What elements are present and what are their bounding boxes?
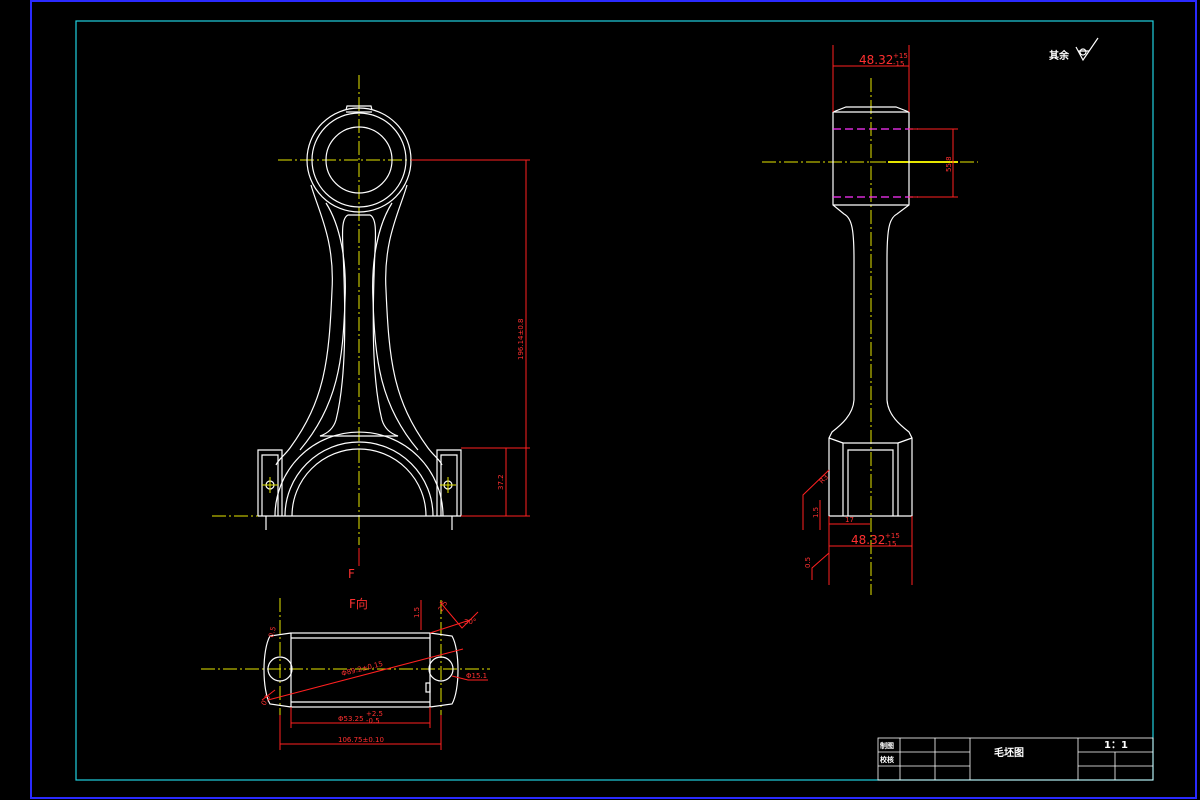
left-bolt-boss (257, 449, 283, 516)
side-dim-bottom-lower: -15 (885, 540, 896, 548)
side-dim-bore: 55.8 (945, 156, 953, 172)
inner-drawing-frame (75, 20, 1154, 781)
title-block: 制图 校核 毛坯图 1：1 (877, 737, 1154, 781)
shank-outer-left (275, 184, 333, 466)
side-shoulder-right (897, 437, 913, 444)
side-dim-top-upper: +15 (893, 52, 908, 60)
f-view-label: F向 (349, 596, 368, 611)
f-dim-bore: Φ53.25 (338, 715, 364, 723)
side-dim-bottom-note: 0.5 (804, 557, 812, 568)
title-block-title: 毛坯图 (994, 746, 1024, 759)
roughness-circle-icon (1079, 48, 1087, 56)
roughness-note-text: 其余 (1049, 49, 1070, 62)
front-dim-center-distance: 196.14±0.8 (517, 319, 525, 361)
section-letter-f: F (348, 567, 355, 581)
f-dim-angle: 30° (464, 618, 476, 626)
small-end-top-lug (345, 105, 373, 111)
f-right-lug (429, 632, 459, 708)
right-bolt-boss (436, 449, 462, 516)
side-dim-r: R3 (818, 473, 830, 485)
big-end-bore-arc (284, 441, 434, 517)
f-dim-right-small: 1.5 (413, 607, 421, 618)
side-dim-step: 1.5 (812, 507, 820, 518)
roughness-symbol-icon (1075, 37, 1099, 62)
f-dim-angle-arc (439, 601, 479, 629)
f-dim-diagonal-line (267, 648, 464, 701)
f-dim-chamfer-left: 0.5 (260, 693, 272, 707)
side-dim-bottom-base: 48.32 (851, 533, 885, 547)
f-left-lug (263, 632, 292, 708)
title-block-row1-label: 制图 (880, 741, 894, 750)
side-big-end-pocket (842, 442, 899, 516)
small-end-outer-2 (311, 112, 407, 208)
f-view: F F向 Φ89.2±0.15 Φ53.25 +2.5 -0.5 106.75±… (201, 548, 490, 750)
f-right-hole (428, 656, 454, 682)
f-dim-hole-leader (451, 675, 488, 681)
big-end-bore-arc-inner (291, 448, 427, 517)
f-left-hole (267, 656, 293, 682)
side-dim-top-lower: -15 (893, 60, 904, 68)
side-dim-top-base: 48.32 (859, 53, 893, 67)
outer-sheet-border (30, 0, 1197, 799)
side-view: 48.32 +15 -15 55.8 48.32 +15 -15 17 1.5 … (762, 45, 978, 595)
side-dim-bottom-upper: +15 (885, 532, 900, 540)
title-block-scale: 1：1 (1104, 740, 1128, 751)
f-dim-bore-upper: +2.5 (366, 710, 383, 718)
f-dim-angle-leader (429, 619, 471, 634)
shank-outer-right (385, 184, 443, 466)
front-dim-boss-height: 37.2 (497, 474, 505, 490)
surface-roughness-note: 其余 (1049, 37, 1099, 62)
shank-inner-line-right (372, 202, 419, 451)
title-block-row2-label: 校核 (880, 755, 894, 764)
right-bolt-hole-marker (440, 477, 456, 493)
side-dim-chamfer-leader (802, 469, 830, 530)
f-dim-overall: 106.75±0.10 (338, 736, 384, 744)
side-dim-bottom-note-leader (811, 552, 830, 580)
big-end-outer-arc (274, 431, 444, 517)
side-dim-offset: 17 (845, 516, 854, 524)
left-bolt-hole-marker (262, 477, 278, 493)
side-shoulder-left (828, 437, 844, 444)
front-view: 196.14±0.8 37.2 (212, 75, 530, 545)
f-dim-hole: Φ15.1 (466, 672, 487, 680)
f-dim-bore-lower: -0.5 (366, 717, 380, 725)
f-body (290, 632, 431, 708)
shank-inner-line-left (299, 202, 346, 451)
f-dim-left-small: 0.5 (267, 626, 278, 639)
small-end-bore (325, 126, 393, 194)
side-big-end-pocket-inner (847, 449, 894, 516)
f-small-notch (425, 682, 431, 693)
f-dim-left-leader (261, 689, 276, 701)
